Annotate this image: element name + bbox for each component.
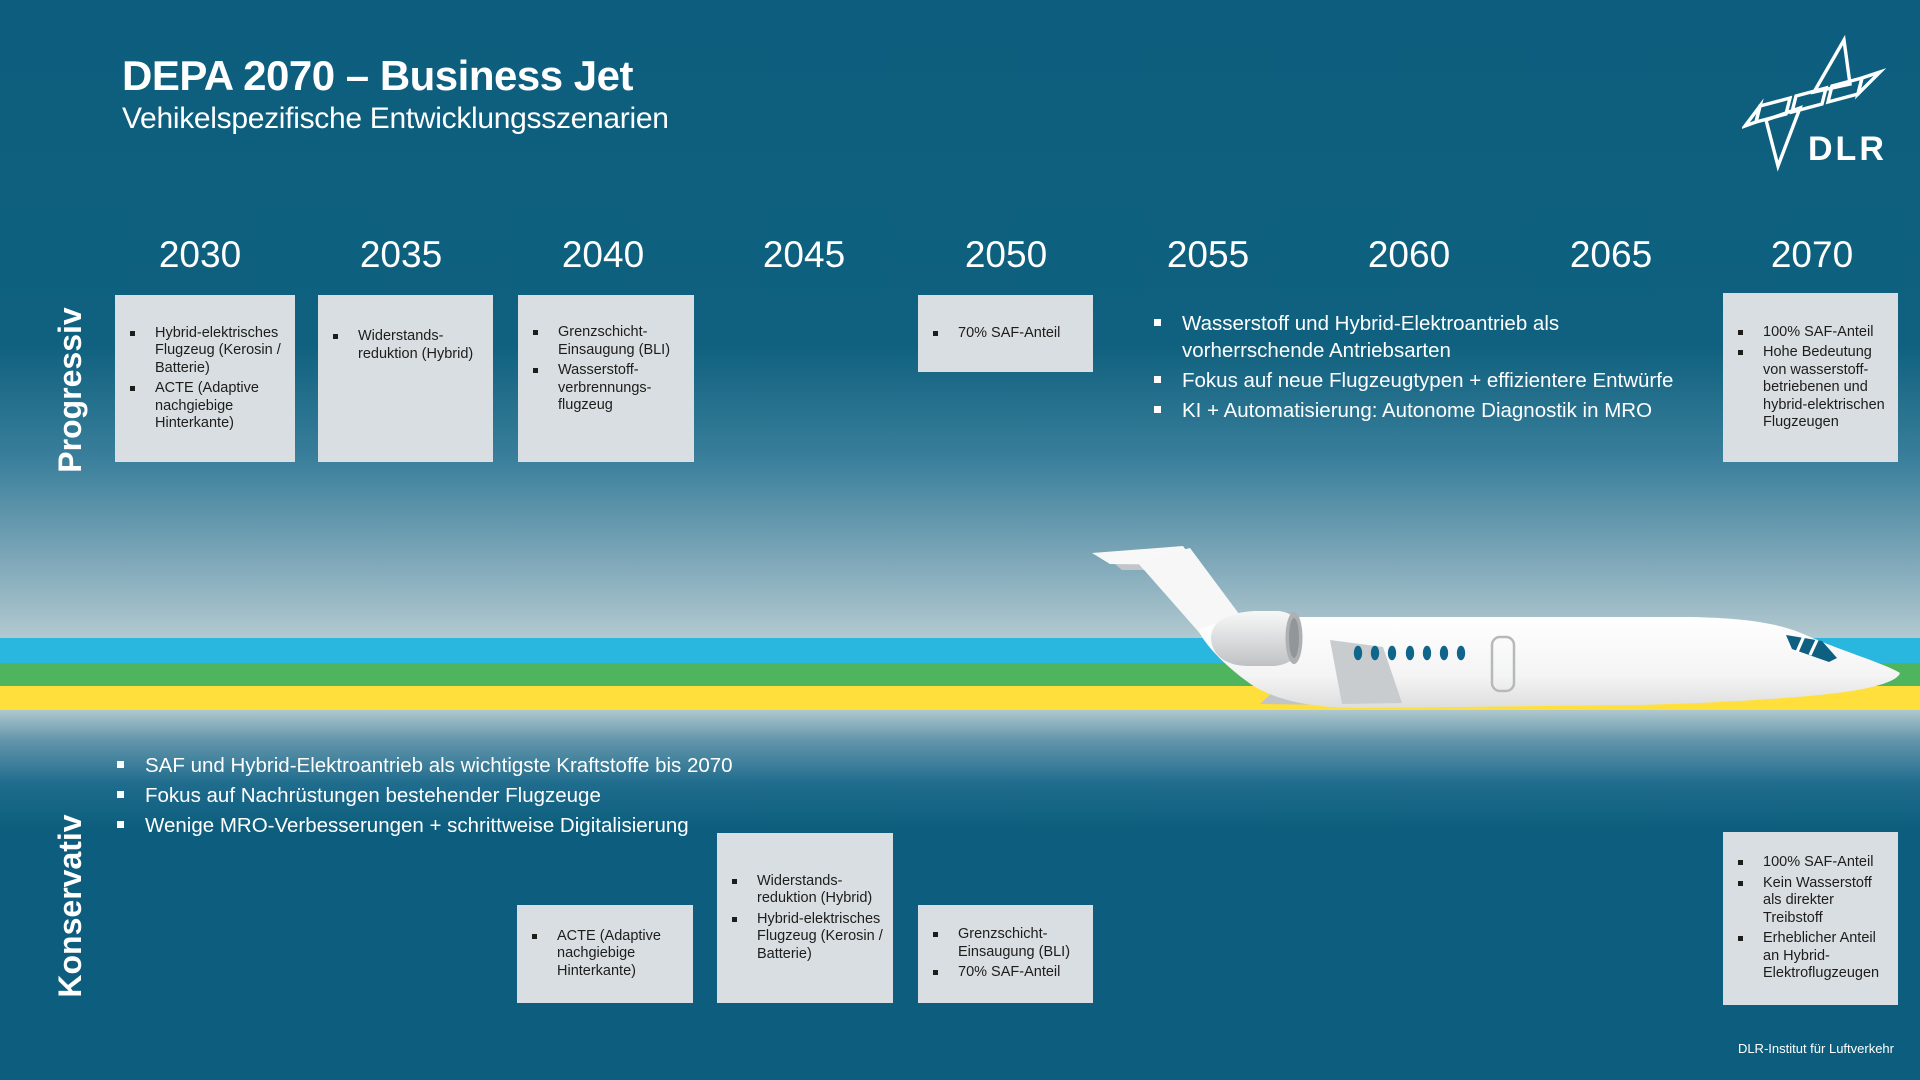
note-item: Fokus auf Nachrüstungen bestehender Flug… <box>115 782 815 809</box>
cabin-windows <box>1353 645 1466 661</box>
note-item: Wasserstoff und Hybrid-Elektroantrieb al… <box>1152 310 1704 364</box>
box-item: 100% SAF-Anteil <box>1727 854 1894 872</box>
note-item: Fokus auf neue Flugzeugtypen + effizient… <box>1152 367 1704 394</box>
box-item: ACTE (Adaptive nachgiebige Hinterkante) <box>119 380 291 433</box>
box-progressiv-2050: 70% SAF-Anteil <box>918 295 1093 372</box>
box-item: ACTE (Adaptive nachgiebige Hinterkante) <box>521 928 689 981</box>
year-2040: 2040 <box>561 234 645 275</box>
box-konservativ-2045: Widerstands-reduktion (Hybrid) Hybrid-el… <box>717 833 893 1003</box>
box-konservativ-2050: Grenzschicht-Einsaugung (BLI) 70% SAF-An… <box>918 905 1093 1003</box>
background-bottom-gradient <box>0 710 1920 1080</box>
box-item: Widerstands-reduktion (Hybrid) <box>721 873 889 908</box>
box-item: Grenzschicht-Einsaugung (BLI) <box>922 926 1089 961</box>
note-item: SAF und Hybrid-Elektroantrieb als wichti… <box>115 752 815 779</box>
box-progressiv-2035: Widerstands-reduktion (Hybrid) <box>318 295 493 462</box>
year-2065: 2065 <box>1569 234 1653 275</box>
label-konservativ: Konservativ <box>52 814 88 998</box>
business-jet-illustration <box>1092 546 1900 708</box>
year-2070: 2070 <box>1770 234 1854 275</box>
page-subtitle: Vehikelspezifische Entwicklungsszenarien <box>122 102 669 136</box>
box-item: Kein Wasserstoff als direkter Treibstoff <box>1727 875 1894 928</box>
year-2050: 2050 <box>964 234 1048 275</box>
cabin-door <box>1490 635 1516 693</box>
page-title: DEPA 2070 – Business Jet <box>122 52 633 99</box>
box-konservativ-2040: ACTE (Adaptive nachgiebige Hinterkante) <box>517 905 693 1003</box>
dlr-logo-text: DLR <box>1808 130 1887 168</box>
box-item: 70% SAF-Anteil <box>922 964 1089 982</box>
box-konservativ-2070: 100% SAF-Anteil Kein Wasserstoff als dir… <box>1723 832 1898 1005</box>
box-item: Wasserstoff-verbrennungs-flugzeug <box>522 362 690 415</box>
label-progressiv: Progressiv <box>52 307 88 473</box>
note-item: KI + Automatisierung: Autonome Diagnosti… <box>1152 397 1704 424</box>
box-item: Hybrid-elektrisches Flugzeug (Kerosin / … <box>119 325 291 378</box>
notes-progressiv-2055: Wasserstoff und Hybrid-Elektroantrieb al… <box>1152 310 1704 427</box>
note-item: Wenige MRO-Verbesserungen + schrittweise… <box>115 812 815 839</box>
box-item: 70% SAF-Anteil <box>922 325 1089 343</box>
year-2055: 2055 <box>1166 234 1250 275</box>
box-item: 100% SAF-Anteil <box>1727 324 1894 342</box>
box-item: Erheblicher Anteil an Hybrid-Elektroflug… <box>1727 930 1894 983</box>
year-2060: 2060 <box>1367 234 1451 275</box>
year-2035: 2035 <box>359 234 443 275</box>
year-2045: 2045 <box>762 234 846 275</box>
box-progressiv-2040: Grenzschicht-Einsaugung (BLI) Wasserstof… <box>518 295 694 462</box>
footer-institute: DLR-Institut für Luftverkehr <box>1737 1041 1894 1056</box>
box-progressiv-2030: Hybrid-elektrisches Flugzeug (Kerosin / … <box>115 295 295 462</box>
notes-konservativ: SAF und Hybrid-Elektroantrieb als wichti… <box>115 752 815 842</box>
dlr-logo: DLR <box>1742 28 1910 178</box>
box-item: Hybrid-elektrisches Flugzeug (Kerosin / … <box>721 911 889 964</box>
box-item: Hohe Bedeutung von wasserstoff-betrieben… <box>1727 344 1894 432</box>
year-2030: 2030 <box>158 234 242 275</box>
box-item: Widerstands-reduktion (Hybrid) <box>322 328 489 363</box>
header: DEPA 2070 – Business Jet Vehikelspezifis… <box>122 52 669 136</box>
box-progressiv-2070: 100% SAF-Anteil Hohe Bedeutung von wasse… <box>1723 293 1898 462</box>
box-item: Grenzschicht-Einsaugung (BLI) <box>522 324 690 359</box>
